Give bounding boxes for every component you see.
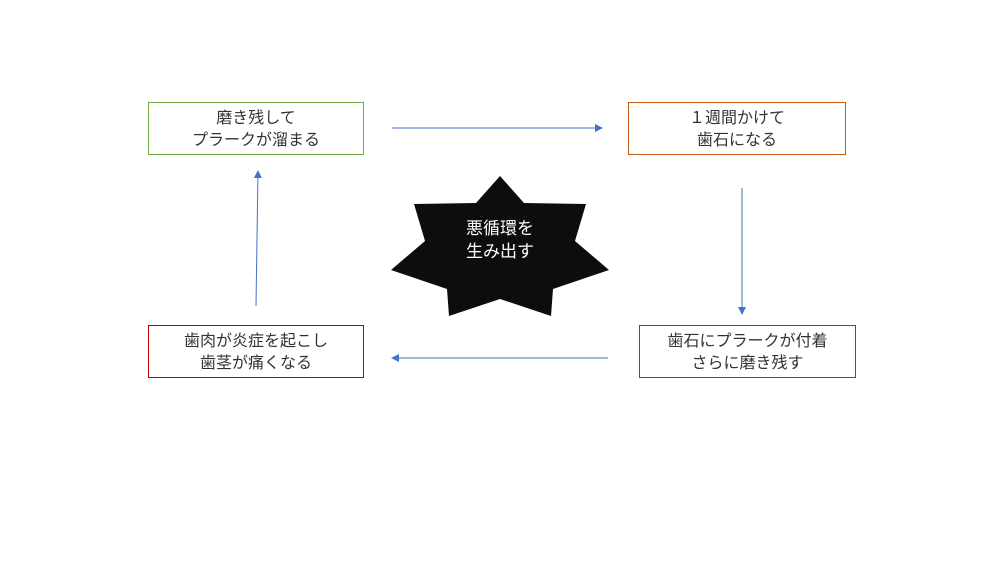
box-plaque-on-tartar-line2: さらに磨き残す [691, 352, 804, 372]
arrow-left-up [253, 170, 262, 307]
box-gum-inflammation-line1: 歯肉が炎症を起こし [183, 330, 328, 350]
box-plaque-buildup-line2: プラークが溜まる [191, 129, 320, 149]
box-tartar-formation: １週間かけて 歯石になる [628, 102, 846, 155]
box-tartar-formation-line1: １週間かけて [688, 107, 785, 127]
box-plaque-buildup-line1: 磨き残して [216, 107, 296, 127]
box-plaque-on-tartar: 歯石にプラークが付着 さらに磨き残す [639, 325, 856, 378]
center-star-burst [391, 176, 609, 316]
box-plaque-buildup: 磨き残して プラークが溜まる [148, 102, 364, 155]
box-tartar-formation-line2: 歯石になる [696, 129, 777, 149]
vicious-cycle-line1: 悪循環を [466, 219, 534, 239]
box-gum-inflammation-line2: 歯茎が痛くなる [199, 352, 312, 372]
box-plaque-on-tartar-line1: 歯石にプラークが付着 [667, 330, 828, 350]
box-gum-inflammation: 歯肉が炎症を起こし 歯茎が痛くなる [148, 325, 364, 378]
vicious-cycle-line2: 生み出す [466, 241, 534, 262]
vicious-cycle-label: 悪循環を 生み出す [430, 218, 570, 264]
